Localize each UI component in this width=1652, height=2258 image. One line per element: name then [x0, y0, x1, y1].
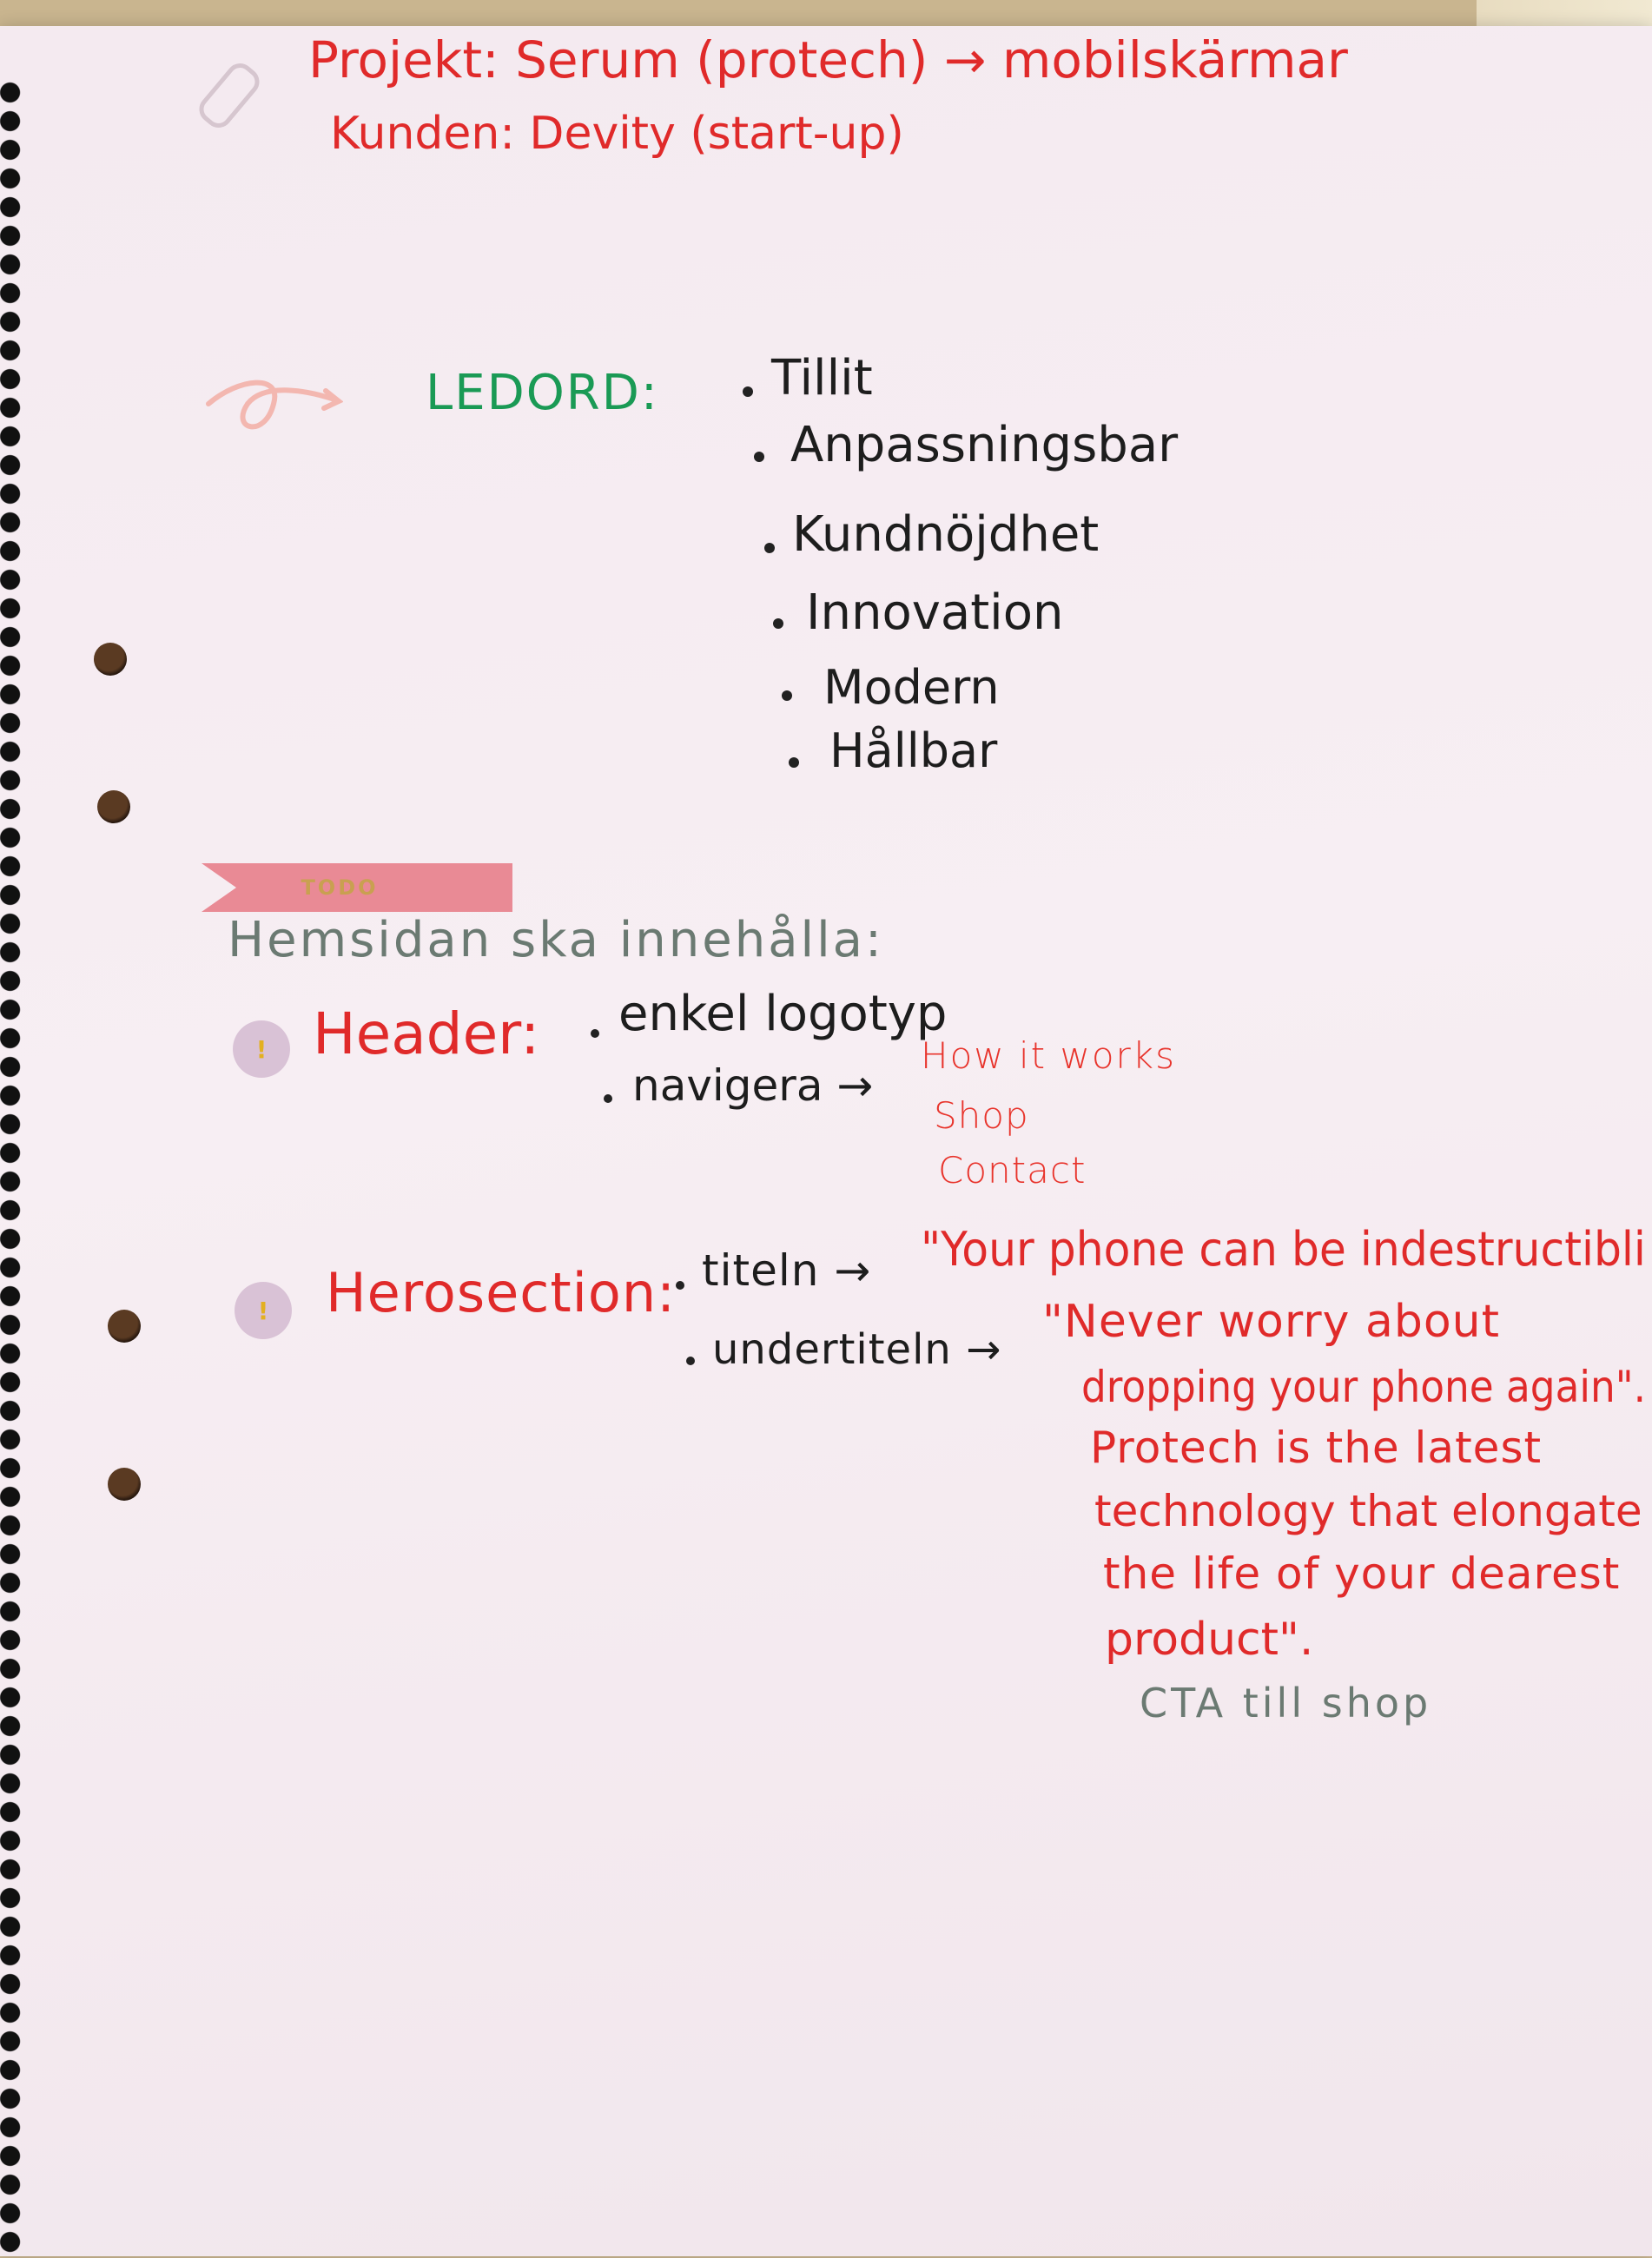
- hero-subtitle-line: product".: [1105, 1614, 1314, 1666]
- header-item-navigate: navigera →: [632, 1060, 874, 1111]
- todo-tape-label: TODO: [202, 863, 512, 912]
- hero-subtitle-line: the life of your dearest: [1103, 1548, 1621, 1599]
- badge-mark: !: [257, 1296, 269, 1325]
- hero-subtitle-line: "Never worry about: [1042, 1296, 1501, 1348]
- hero-label: Herosection:: [326, 1261, 677, 1324]
- keyword-item: Hållbar: [829, 723, 998, 778]
- keyword-item: Kundnöjdhet: [792, 506, 1100, 563]
- nav-link-how-it-works: How it works: [921, 1034, 1176, 1077]
- hero-subtitle-line: dropping your phone again".: [1081, 1362, 1647, 1412]
- nav-link-shop: Shop: [934, 1094, 1029, 1137]
- bullet: [676, 1281, 684, 1290]
- punch-hole: [108, 1468, 141, 1501]
- keyword-item: Modern: [823, 660, 1000, 715]
- keyword-item: Anpassningsbar: [790, 417, 1179, 473]
- bullet: [782, 690, 792, 701]
- keyword-item: Innovation: [806, 584, 1064, 641]
- hero-subtitle-line: Protech is the latest: [1090, 1423, 1543, 1473]
- hero-title-text: "Your phone can be indestructibli: [921, 1222, 1646, 1277]
- bullet: [773, 618, 783, 629]
- priority-badge-icon: !: [235, 1282, 292, 1339]
- keyword-item: Tillit: [771, 350, 873, 406]
- bullet: [754, 452, 764, 462]
- website-heading: Hemsidan ska innehålla:: [228, 912, 884, 968]
- punch-hole: [97, 790, 130, 823]
- nav-link-contact: Contact: [938, 1149, 1087, 1192]
- bullet: [686, 1357, 695, 1365]
- bullet: [764, 543, 775, 553]
- priority-badge-icon: !: [233, 1020, 290, 1078]
- todo-text: TODO: [301, 875, 379, 900]
- hero-subtitle-item: undertiteln →: [712, 1325, 1002, 1374]
- bullet: [789, 757, 799, 768]
- project-line: Projekt: Serum (protech) → mobilskärmar: [308, 30, 1348, 89]
- hero-title-item: titeln →: [702, 1245, 872, 1296]
- punch-hole: [94, 643, 127, 676]
- client-line: Kunden: Devity (start-up): [330, 108, 904, 160]
- bullet: [591, 1029, 599, 1038]
- cta-note: CTA till shop: [1140, 1680, 1432, 1727]
- header-item-logo: enkel logotyp: [618, 986, 948, 1042]
- bullet: [743, 386, 753, 397]
- header-label: Header:: [313, 1000, 540, 1067]
- hero-subtitle-line: technology that elongate: [1094, 1486, 1642, 1536]
- punch-hole: [108, 1310, 141, 1343]
- swirl-doodle-icon: [206, 380, 343, 430]
- bullet: [604, 1094, 612, 1103]
- badge-mark: !: [255, 1034, 268, 1064]
- keywords-heading: LEDORD:: [426, 365, 659, 421]
- spiral-binding: [0, 78, 23, 2258]
